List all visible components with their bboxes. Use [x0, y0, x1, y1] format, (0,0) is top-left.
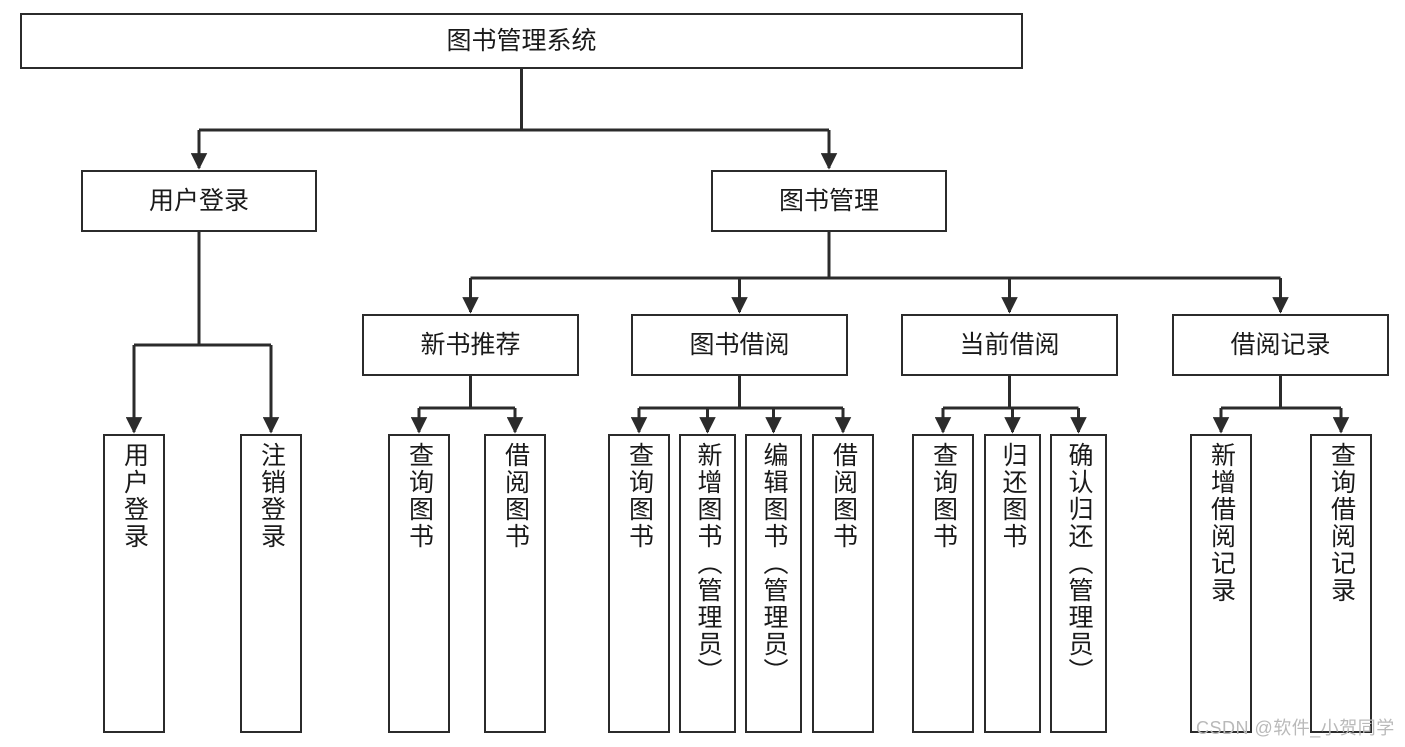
node-leaf_edit_book[interactable]: 编辑图书（管理员） [745, 434, 802, 733]
node-leaf_user_login[interactable]: 用户登录 [103, 434, 165, 733]
node-leaf_borrow_book_2[interactable]: 借阅图书 [812, 434, 874, 733]
node-label: 图书借阅 [689, 331, 790, 359]
node-leaf_query_book_2[interactable]: 查询图书 [608, 434, 670, 733]
node-leaf_add_book[interactable]: 新增图书（管理员） [679, 434, 736, 733]
node-label: 借阅图书 [501, 442, 530, 550]
node-label: 归还图书 [999, 442, 1027, 550]
node-label: 新书推荐 [420, 331, 521, 359]
node-label: 用户登录 [120, 442, 149, 550]
node-book_mgmt[interactable]: 图书管理 [711, 170, 947, 232]
node-leaf_logout[interactable]: 注销登录 [240, 434, 302, 733]
node-label: 用户登录 [148, 187, 249, 215]
node-label: 当前借阅 [959, 331, 1060, 359]
node-label: 图书管理系统 [446, 27, 597, 55]
csdn-watermark: CSDN @软件_小贺同学 [1196, 718, 1395, 738]
node-root[interactable]: 图书管理系统 [20, 13, 1023, 69]
node-label: 新增图书（管理员） [694, 442, 722, 685]
node-leaf_query_book_3[interactable]: 查询图书 [912, 434, 974, 733]
node-leaf_query_book_1[interactable]: 查询图书 [388, 434, 450, 733]
node-leaf_confirm_return[interactable]: 确认归还（管理员） [1050, 434, 1107, 733]
node-label: 查询图书 [929, 442, 958, 550]
node-leaf_return_book[interactable]: 归还图书 [984, 434, 1041, 733]
node-new_book_rec[interactable]: 新书推荐 [362, 314, 579, 376]
node-label: 确认归还（管理员） [1065, 442, 1093, 685]
node-book_borrow[interactable]: 图书借阅 [631, 314, 848, 376]
node-borrow_record[interactable]: 借阅记录 [1172, 314, 1389, 376]
node-leaf_add_record[interactable]: 新增借阅记录 [1190, 434, 1252, 733]
node-label: 图书管理 [778, 187, 879, 215]
node-label: 新增借阅记录 [1207, 442, 1236, 604]
node-current_borrow[interactable]: 当前借阅 [901, 314, 1118, 376]
node-leaf_query_record[interactable]: 查询借阅记录 [1310, 434, 1372, 733]
node-label: 注销登录 [257, 442, 286, 550]
node-label: 查询图书 [405, 442, 434, 550]
node-label: 借阅图书 [829, 442, 858, 550]
node-label: 借阅记录 [1230, 331, 1331, 359]
node-leaf_borrow_book_1[interactable]: 借阅图书 [484, 434, 546, 733]
node-user_login[interactable]: 用户登录 [81, 170, 317, 232]
node-label: 编辑图书（管理员） [760, 442, 788, 685]
node-label: 查询图书 [625, 442, 654, 550]
node-label: 查询借阅记录 [1327, 442, 1356, 604]
